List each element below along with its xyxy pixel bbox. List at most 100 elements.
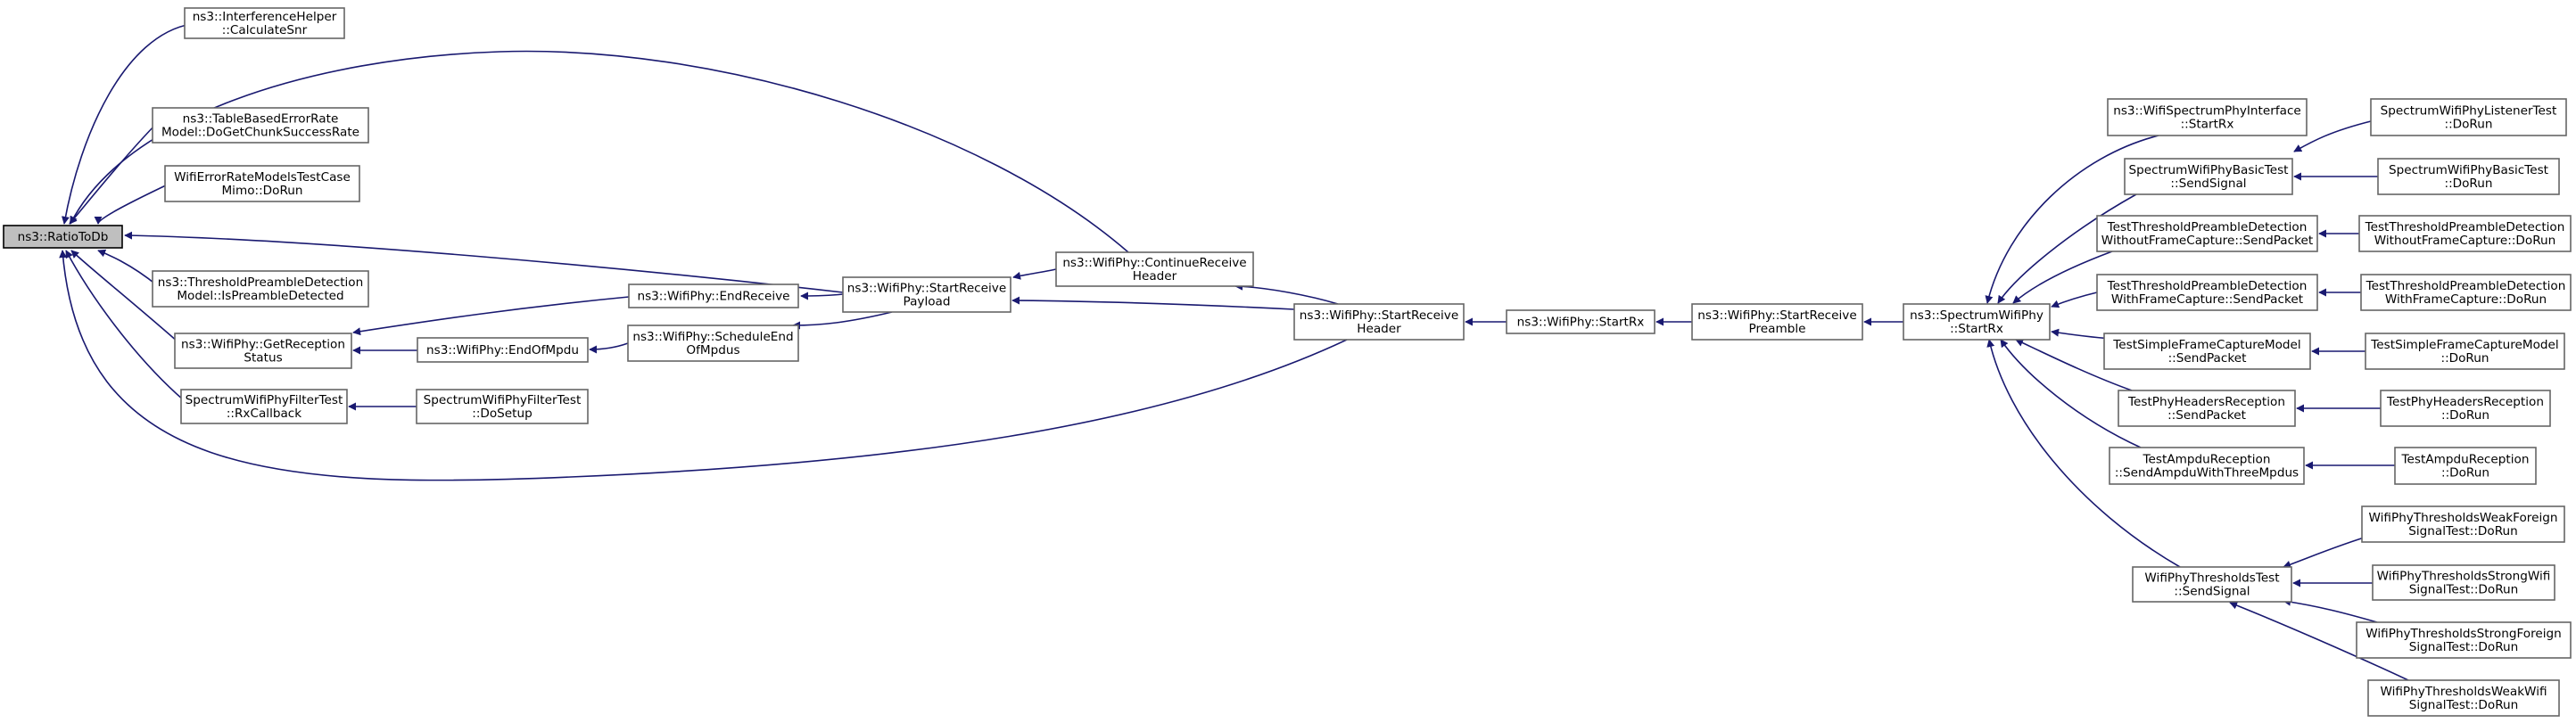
node-tpdwithout[interactable]: TestThresholdPreambleDetectionWithoutFra… bbox=[2096, 215, 2318, 252]
node-label: SpectrumWifiPhyFilterTest bbox=[424, 393, 582, 407]
node-label: ns3::WifiSpectrumPhyInterface bbox=[2113, 104, 2301, 119]
node-label: ns3::SpectrumWifiPhy bbox=[1910, 308, 2043, 323]
node-label: ::DoRun bbox=[2441, 408, 2489, 423]
node-box bbox=[2372, 564, 2555, 601]
node-box bbox=[152, 107, 369, 144]
node-thrrun[interactable]: TestPhyHeadersReception::DoRun bbox=[2380, 390, 2551, 427]
node-label: Model::IsPreambleDetected bbox=[177, 289, 343, 303]
node-label: ::SendPacket bbox=[2168, 351, 2247, 366]
node-startrx[interactable]: ns3::WifiPhy::StartRx bbox=[1506, 309, 1655, 334]
node-strongwifi[interactable]: WifiPhyThresholdsStrongWifiSignalTest::D… bbox=[2372, 564, 2555, 601]
node-label: ::SendSignal bbox=[2170, 177, 2246, 191]
edge-from-listener bbox=[2293, 120, 2372, 152]
node-label: SpectrumWifiPhyBasicTest bbox=[2129, 163, 2289, 177]
node-box bbox=[1293, 303, 1465, 341]
node-ifacestartrx[interactable]: ns3::WifiSpectrumPhyInterface::StartRx bbox=[2107, 98, 2308, 136]
node-box bbox=[1506, 309, 1655, 334]
node-label: ::DoRun bbox=[2440, 351, 2489, 366]
edge-from-threshold bbox=[97, 249, 158, 286]
node-label: ::DoRun bbox=[2444, 118, 2492, 132]
node-box bbox=[2370, 98, 2567, 136]
node-label: SpectrumWifiPhyListenerTest bbox=[2381, 104, 2557, 119]
node-strongforeign[interactable]: WifiPhyThresholdsStrongForeignSignalTest… bbox=[2356, 621, 2572, 659]
node-tpdwith[interactable]: TestThresholdPreambleDetectionWithFrameC… bbox=[2096, 274, 2318, 311]
edge-from-weakwifi bbox=[2229, 601, 2409, 681]
node-box bbox=[180, 389, 348, 424]
edge-from-endrecv bbox=[352, 296, 630, 336]
node-listener[interactable]: SpectrumWifiPhyListenerTest::DoRun bbox=[2370, 98, 2567, 136]
node-label: TestThresholdPreambleDetection bbox=[2107, 279, 2308, 293]
node-tarsend[interactable]: TestAmpduReception::SendAmpduWithThreeMp… bbox=[2109, 447, 2305, 485]
node-label: Header bbox=[1133, 269, 1177, 283]
node-table[interactable]: ns3::TableBasedErrorRateModel::DoGetChun… bbox=[152, 107, 369, 144]
node-basicrun[interactable]: SpectrumWifiPhyBasicTest::DoRun bbox=[2377, 158, 2560, 195]
edge-from-startpayload bbox=[124, 231, 844, 293]
node-label: ::SendAmpduWithThreeMpdus bbox=[2115, 466, 2299, 481]
node-thrsend[interactable]: TestPhyHeadersReception::SendPacket bbox=[2118, 390, 2296, 427]
node-label: SignalTest::DoRun bbox=[2408, 524, 2518, 538]
node-tpdwithoutrun[interactable]: TestThresholdPreambleDetectionWithoutFra… bbox=[2358, 215, 2572, 252]
node-label: TestThresholdPreambleDetection bbox=[2365, 279, 2566, 293]
node-weakforeign[interactable]: WifiPhyThresholdsWeakForeignSignalTest::… bbox=[2361, 505, 2565, 543]
node-label: ns3::WifiPhy::StartReceive bbox=[1300, 308, 1458, 323]
node-label: WifiPhyThresholdsWeakForeign bbox=[2369, 511, 2558, 525]
edge-from-startpayload bbox=[792, 311, 893, 330]
node-label: ::CalculateSnr bbox=[222, 23, 308, 37]
node-basicsend[interactable]: SpectrumWifiPhyBasicTest::SendSignal bbox=[2124, 158, 2293, 195]
node-tsfcrun[interactable]: TestSimpleFrameCaptureModel::DoRun bbox=[2365, 333, 2565, 370]
node-wptsend[interactable]: WifiPhyThresholdsTest::SendSignal bbox=[2132, 566, 2292, 603]
edge-from-wptsend bbox=[1986, 339, 2181, 568]
node-label: ns3::WifiPhy::StartReceive bbox=[847, 282, 1006, 296]
node-label: WifiPhyThresholdsWeakWifi bbox=[2380, 685, 2547, 699]
node-endrecv[interactable]: ns3::WifiPhy::EndReceive bbox=[628, 283, 799, 308]
edge-from-table bbox=[69, 122, 158, 225]
node-label: ns3::ThresholdPreambleDetection bbox=[158, 275, 364, 290]
node-tpdwithrun[interactable]: TestThresholdPreambleDetectionWithFrameC… bbox=[2360, 274, 2572, 311]
node-tarrun[interactable]: TestAmpduReception::DoRun bbox=[2394, 447, 2537, 485]
node-box bbox=[1055, 251, 1254, 287]
node-label: ns3::InterferenceHelper bbox=[193, 10, 337, 24]
node-label: SignalTest::DoRun bbox=[2409, 698, 2519, 712]
node-label: ns3::RatioToDb bbox=[18, 230, 109, 244]
node-box bbox=[2358, 215, 2572, 252]
edge-from-getrx bbox=[70, 250, 179, 343]
node-filtercb[interactable]: SpectrumWifiPhyFilterTest::RxCallback bbox=[180, 389, 348, 424]
node-label: Preamble bbox=[1749, 322, 1806, 336]
node-endofmpdu[interactable]: ns3::WifiPhy::EndOfMpdu bbox=[417, 337, 589, 363]
node-threshold[interactable]: ns3::ThresholdPreambleDetectionModel::Is… bbox=[152, 270, 369, 308]
node-interf[interactable]: ns3::InterferenceHelper::CalculateSnr bbox=[184, 7, 345, 39]
node-label: WithFrameCapture::DoRun bbox=[2385, 292, 2547, 307]
node-label: WifiErrorRateModelsTestCase bbox=[174, 170, 351, 185]
edge-from-startpayload bbox=[800, 292, 844, 300]
node-label: WifiPhyThresholdsStrongWifi bbox=[2377, 570, 2551, 584]
node-box bbox=[3, 225, 123, 249]
edge-from-interf bbox=[61, 23, 192, 225]
node-box bbox=[2365, 333, 2565, 370]
node-label: ns3::WifiPhy::GetReception bbox=[181, 338, 345, 352]
node-box bbox=[2394, 447, 2537, 485]
node-box bbox=[2356, 621, 2572, 659]
node-label: Mimo::DoRun bbox=[221, 184, 302, 198]
edge-from-starthdr bbox=[1011, 296, 1295, 310]
edge-from-contrecv bbox=[70, 50, 1129, 253]
node-label: ::SendSignal bbox=[2174, 585, 2250, 599]
node-filtersetup[interactable]: SpectrumWifiPhyFilterTest::DoSetup bbox=[416, 389, 589, 424]
node-label: ::StartRx bbox=[2181, 118, 2234, 132]
node-box bbox=[1903, 303, 2051, 341]
node-label: ns3::WifiPhy::StartReceive bbox=[1697, 308, 1856, 323]
node-weakwifi[interactable]: WifiPhyThresholdsWeakWifiSignalTest::DoR… bbox=[2367, 679, 2560, 717]
node-tsfcsend[interactable]: TestSimpleFrameCaptureModel::SendPacket bbox=[2103, 333, 2311, 370]
node-label: TestAmpduReception bbox=[2401, 453, 2530, 467]
node-label: ::DoSetup bbox=[472, 407, 533, 421]
edges-layer bbox=[59, 23, 2409, 681]
node-box bbox=[164, 165, 360, 202]
node-label: ::RxCallback bbox=[227, 407, 301, 421]
node-specstartrx[interactable]: ns3::SpectrumWifiPhy::StartRx bbox=[1903, 303, 2051, 341]
